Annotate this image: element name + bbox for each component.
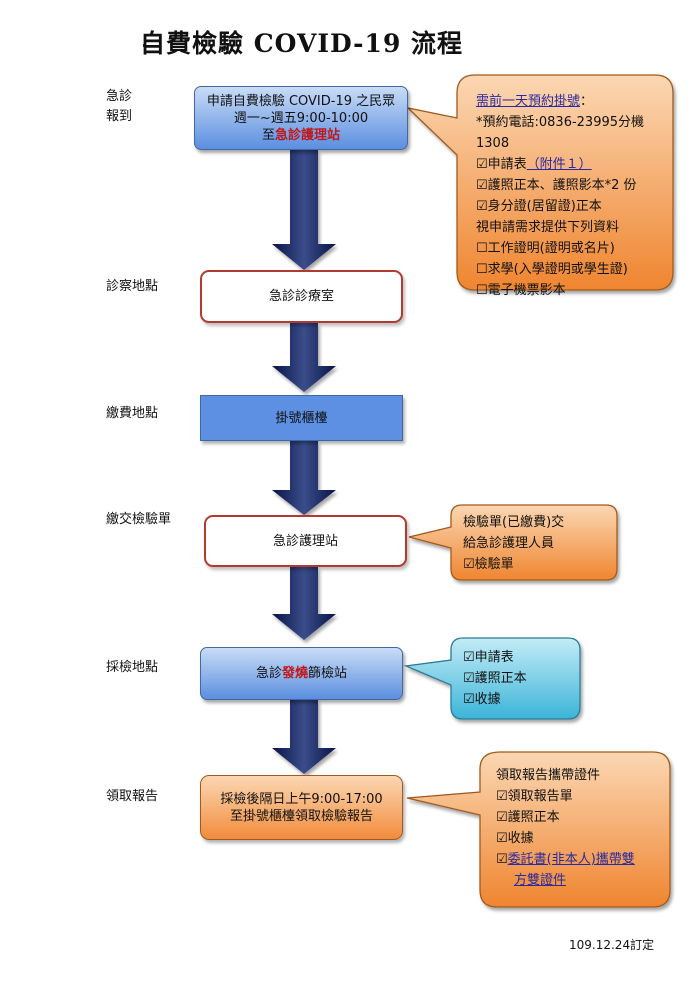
callout-bubble-1 (405, 74, 674, 291)
form-prefix: ☑申請表 (476, 157, 527, 172)
proxy-letter-link-cont[interactable]: 方雙證件 (514, 873, 567, 888)
callout-line: ☑收據 (463, 692, 501, 707)
callout-line: ☑檢驗單 (463, 557, 514, 572)
page-title: 自費檢驗 COVID-19 流程 (140, 29, 464, 58)
step-box-registration-counter: 掛號櫃檯 (200, 395, 403, 441)
step-label-line: 報到 (106, 109, 133, 124)
callout-line: 給急診護理人員 (463, 536, 555, 551)
callout-bubble-4 (406, 751, 671, 908)
appointment-link[interactable]: 需前一天預約掛號 (476, 94, 581, 109)
step-box-line: 週一~週五9:00-10:00 (233, 110, 369, 126)
step-label-payment-location: 繳費地點 (106, 406, 159, 421)
callout-line: 視申請需求提供下列資料 (476, 220, 620, 235)
step-box-line: 申請自費檢驗 COVID-19 之民眾 (206, 93, 396, 109)
callout-3-text: ☑申請表 ☑護照正本 ☑收據 (463, 647, 575, 710)
callout-line: 檢驗單(已繳費)交 (463, 515, 565, 530)
step-label-checkin: 急診 報到 (106, 87, 132, 127)
step-box-text: 急診診療室 (268, 289, 334, 304)
callout-line: ☑申請表 (463, 650, 514, 665)
arrow-2 (272, 323, 336, 392)
arrow-3 (272, 441, 336, 515)
step-label-line: 急診 (106, 89, 133, 104)
callout-line: *預約電話:0836-23995分機1308 (476, 115, 645, 151)
callout-2-text: 檢驗單(已繳費)交 給急診護理人員 ☑檢驗單 (463, 512, 615, 575)
callout-bubble-2 (408, 504, 618, 581)
callout-line: ☑護照正本 (463, 671, 527, 686)
step-box-checkin: 申請自費檢驗 COVID-19 之民眾 週一~週五9:00-10:00 至急診護… (194, 86, 408, 150)
step-box-highlight: 發燒 (281, 666, 308, 681)
step-box-line: 至急診護理站 (262, 127, 340, 144)
step-box-text: 急診護理站 (272, 533, 338, 549)
callout-line: ☑身分證(居留證)正本 (476, 199, 602, 214)
step-label-report-pickup: 領取報告 (106, 789, 159, 804)
callout-line: 領取報告攜帶證件 (496, 768, 601, 783)
callout-bubble-3 (403, 637, 581, 720)
proxy-letter-link[interactable]: 委託書(非本人)攜帶雙 (507, 852, 635, 867)
callout-line: ☑護照正本 (496, 810, 560, 825)
callout-line: ☑申請表（附件１） (476, 154, 671, 175)
step-box-highlight: 急診護理站 (275, 127, 341, 143)
step-box-text: 急診發燒篩檢站 (256, 665, 347, 682)
arrow-1 (272, 150, 336, 270)
callout-4-text: 領取報告攜帶證件 ☑領取報告單 ☑護照正本 ☑收據 ☑委託書(非本人)攜帶雙 方… (496, 765, 668, 891)
step-box-nursing-station: 急診護理站 (204, 515, 407, 567)
step-box-fever-screening: 急診發燒篩檢站 (200, 647, 403, 700)
bullet-dot (143, 44, 146, 47)
step-box-line-prefix: 至 (261, 127, 275, 143)
callout-line: ☑委託書(非本人)攜帶雙 (496, 849, 668, 870)
step-label-exam-location: 診察地點 (106, 279, 159, 294)
step-box-line: 採檢後隔日上午9:00-17:00 (220, 791, 383, 807)
heading-suffix: ： (580, 94, 594, 109)
attachment-link[interactable]: （附件１） (526, 157, 592, 172)
step-box-exam-room: 急診診療室 (200, 270, 403, 323)
callout-line: ☑領取報告單 (496, 789, 573, 804)
step-label-sampling-location: 採檢地點 (106, 660, 159, 675)
step-box-line: 至掛號櫃檯領取檢驗報告 (229, 808, 373, 824)
step-box-report-info: 採檢後隔日上午9:00-17:00 至掛號櫃檯領取檢驗報告 (200, 775, 403, 840)
callout-line: ☐求學(入學證明或學生證) (476, 262, 628, 277)
arrow-5 (272, 700, 336, 774)
revision-date: 109.12.24訂定 (569, 938, 655, 952)
step-label-submit-form: 繳交檢驗單 (106, 512, 172, 527)
callout-line: ☑收據 (496, 831, 534, 846)
step-box-suffix: 篩檢站 (308, 666, 348, 681)
callout-heading: 需前一天預約掛號： (476, 91, 671, 112)
callout-line: ☐工作證明(證明或名片) (476, 241, 615, 256)
arrow-4 (272, 567, 336, 640)
callout-1-text: 需前一天預約掛號： *預約電話:0836-23995分機1308 ☑申請表（附件… (476, 91, 671, 301)
callout-line: ☑護照正本、護照影本*2 份 (476, 178, 637, 193)
link-prefix: ☑ (496, 852, 508, 867)
callout-line: ☐電子機票影本 (476, 283, 566, 298)
step-box-prefix: 急診 (255, 666, 282, 681)
step-box-text: 掛號櫃檯 (275, 410, 328, 426)
callout-line: 方雙證件 (496, 870, 668, 891)
